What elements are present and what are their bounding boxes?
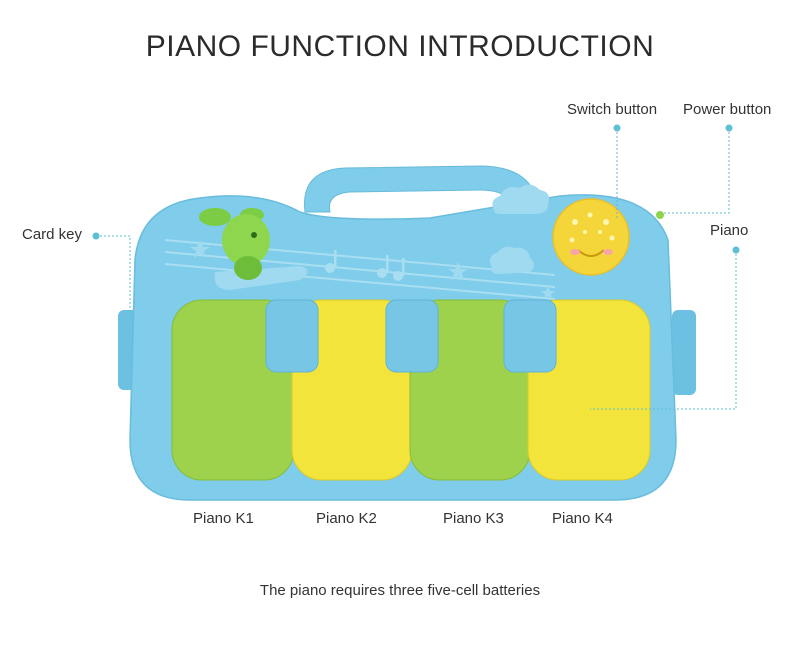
battery-caption: The piano requires three five-cell batte… — [259, 582, 541, 599]
card-key-label: Card key — [22, 226, 83, 243]
bunny-figure — [199, 208, 270, 280]
piano-k2-label: Piano K2 — [316, 510, 377, 527]
piano-key-k4 — [527, 299, 651, 481]
piano-label: Piano — [710, 222, 749, 239]
side-tab-right — [672, 310, 696, 395]
black-key-2 — [385, 299, 439, 373]
music-notes-decoration — [325, 250, 405, 281]
cloud-decoration — [492, 184, 549, 214]
switch-button-label: Switch button — [567, 101, 658, 118]
stars-decoration — [190, 240, 555, 299]
piano-k4-label: Piano K4 — [552, 510, 613, 527]
piano-keys — [171, 299, 651, 481]
callout-lines — [96, 128, 737, 410]
piano-k3-label: Piano K3 — [443, 510, 504, 527]
smiley-cloud-decoration — [490, 246, 534, 274]
black-key-3 — [503, 299, 557, 373]
power-button-nub — [656, 211, 664, 219]
page-title: PIANO FUNCTION INTRODUCTION — [145, 30, 655, 63]
callout-dots — [92, 124, 740, 254]
black-key-1 — [265, 299, 319, 373]
power-button-label: Power button — [683, 101, 772, 118]
switch-button-dome — [552, 198, 630, 276]
piano-k1-label: Piano K1 — [193, 510, 254, 527]
